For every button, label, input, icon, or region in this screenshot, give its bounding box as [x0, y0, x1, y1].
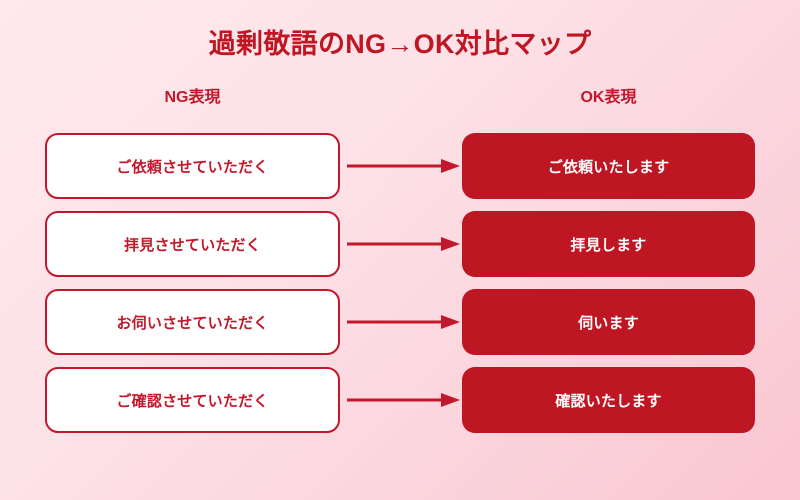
- column-header-ng: NG表現: [164, 89, 221, 106]
- ok-expression-label: 伺います: [578, 314, 639, 332]
- ok-expression-label: 確認いたします: [555, 392, 662, 410]
- ng-expression-card[interactable]: ご確認させていただく: [45, 367, 340, 433]
- page-title: 過剰敬語のNG→OK対比マップ: [208, 29, 592, 59]
- arrow-right-icon: [347, 235, 460, 253]
- ng-expression-card[interactable]: ご依頼させていただく: [45, 133, 340, 199]
- ng-expression-label: 拝見させていただく: [124, 236, 261, 254]
- ok-expression-card[interactable]: ご依頼いたします: [462, 133, 755, 199]
- ok-expression-card[interactable]: 拝見します: [462, 211, 755, 277]
- comparison-row: 拝見させていただく 拝見します: [0, 211, 800, 277]
- ng-expression-card[interactable]: お伺いさせていただく: [45, 289, 340, 355]
- ng-expression-label: ご確認させていただく: [116, 392, 269, 410]
- ok-expression-label: ご依頼いたします: [547, 158, 670, 176]
- arrow-right-icon: [347, 391, 460, 409]
- arrow-right-icon: [347, 313, 460, 331]
- ng-expression-card[interactable]: 拝見させていただく: [45, 211, 340, 277]
- arrow-right-icon: [347, 157, 460, 175]
- comparison-row: ご依頼させていただく ご依頼いたします: [0, 133, 800, 199]
- ok-expression-card[interactable]: 確認いたします: [462, 367, 755, 433]
- ng-expression-label: ご依頼させていただく: [116, 158, 269, 176]
- column-header-ok: OK表現: [580, 89, 637, 106]
- ok-expression-label: 拝見します: [570, 236, 647, 254]
- ok-expression-card[interactable]: 伺います: [462, 289, 755, 355]
- comparison-row: お伺いさせていただく 伺います: [0, 289, 800, 355]
- comparison-row: ご確認させていただく 確認いたします: [0, 367, 800, 433]
- ng-expression-label: お伺いさせていただく: [116, 314, 269, 332]
